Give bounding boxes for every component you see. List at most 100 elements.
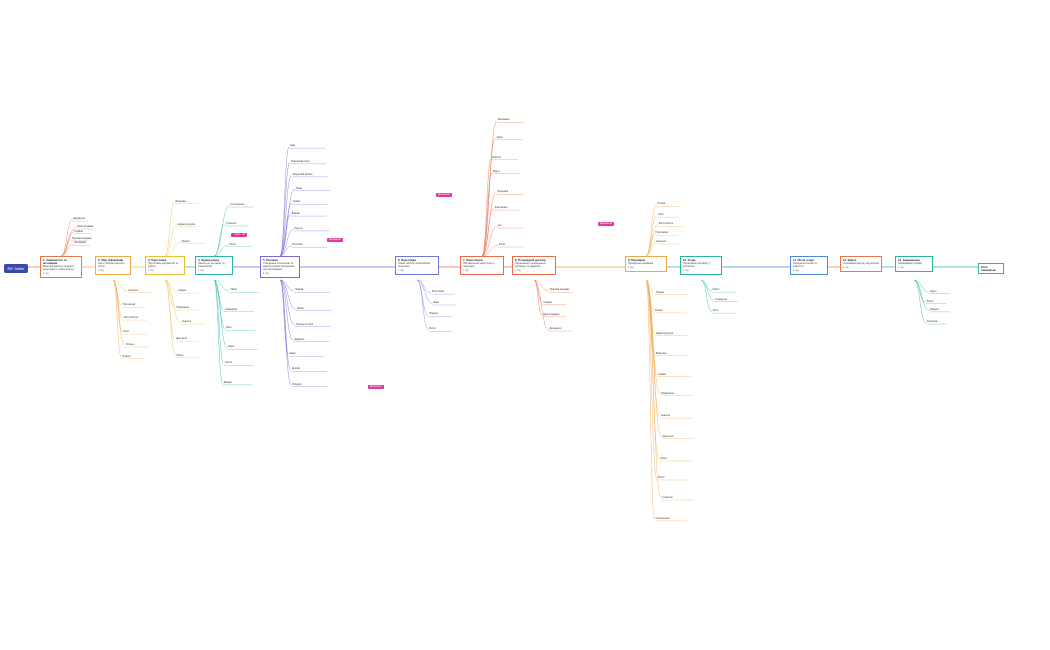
leaf-label[interactable]: Попит [657,475,665,479]
leaf-label[interactable]: Реєстрація [431,290,445,294]
leaf-label[interactable]: Дзвінки [291,212,300,216]
leaf-label[interactable]: Площа [125,342,134,346]
leaf-label[interactable]: Пропозиція [122,303,136,307]
leaf-label[interactable]: Аванс [289,352,296,356]
leaf-label[interactable]: Ринок [176,353,184,357]
leaf-label[interactable]: Передача [497,190,509,194]
leaf-label[interactable]: Порівняння [176,306,189,310]
leaf-label[interactable]: Фото [713,309,719,313]
leaf-label[interactable]: Покупці [294,226,303,230]
leaf-label[interactable]: Опис [657,213,664,217]
leaf-label[interactable]: Власники [655,351,667,355]
tag-badge[interactable]: Документи [368,385,384,389]
leaf-label[interactable]: Тексти [224,361,233,365]
leaf-label[interactable]: Причина продажу [549,288,570,292]
leaf-label[interactable]: Мотивація [497,118,510,122]
leaf-label[interactable]: Аналоги [660,414,671,418]
leaf-label[interactable]: Розсилка [292,243,303,247]
leaf-label[interactable]: Ціна за м² [662,434,674,438]
leaf-label[interactable]: Ринок [660,456,667,460]
leaf-label[interactable]: Ключі [498,243,506,247]
leaf-label[interactable]: Порівняння [661,391,674,395]
leaf-label[interactable]: Сайти [712,288,720,292]
leaf-label[interactable]: Попит [229,242,236,246]
tag-badge[interactable]: Етап [233,233,243,237]
leaf-label[interactable]: Оцінка [658,372,666,376]
leaf-label[interactable]: Фото [226,326,232,330]
leaf-label[interactable]: Мотивація [74,241,86,245]
leaf-label[interactable]: Аналоги [181,320,192,324]
leaf-label[interactable]: Документи [73,217,86,221]
leaf-label[interactable]: Фото об'єкта [123,316,138,320]
leaf-label[interactable]: Ремонт [181,239,190,243]
leaf-label[interactable]: Розсилка [926,320,938,324]
leaf-label[interactable]: Комунальні [494,206,508,210]
leaf-label[interactable]: Оголошення [230,203,245,207]
leaf-label[interactable]: Терміни [543,300,553,304]
leaf-label[interactable]: Сайти [230,288,237,292]
leaf-label[interactable]: Терміни [74,229,83,233]
leaf-label[interactable]: Банери [223,380,232,384]
leaf-label[interactable]: Графік [292,200,301,204]
leaf-label[interactable]: Ремонт [655,308,664,312]
leaf-label[interactable]: Документи [549,327,562,331]
tag-badge[interactable]: Документи [436,193,452,197]
leaf-label[interactable]: Повторний показ [290,159,310,163]
leaf-label[interactable]: Показ [295,186,303,190]
leaf-label[interactable]: Фото об'єкта [658,222,673,226]
leaf-label[interactable]: Контакти [128,288,139,292]
leaf-label[interactable]: Банери [930,307,939,311]
leaf-label[interactable]: Ціна очікувана [543,312,560,316]
leaf-label[interactable]: Оцінка [178,289,186,293]
leaf-label[interactable]: Ціна за м² [175,337,188,341]
leaf-label[interactable]: Терміни оплати [295,322,314,326]
leaf-label[interactable]: Нотаріус [292,382,302,386]
leaf-label[interactable]: Оголошення [655,516,670,520]
leaf-label[interactable]: Зворотний зв'язок [292,172,313,176]
leaf-label[interactable]: Витяг [429,327,436,331]
root-node[interactable]: RE Seller [4,264,28,273]
leaf-label[interactable]: Знижка [295,288,304,292]
leaf-label[interactable]: Власники [175,199,187,203]
leaf-label[interactable]: Поверх [656,290,665,294]
leaf-label[interactable]: Причина продажу [71,236,92,240]
leaf-label[interactable]: Відео [930,289,937,293]
leaf-label[interactable]: Поверх [122,354,131,358]
leaf-label[interactable]: Соцмережі [714,297,727,301]
leaf-label[interactable]: Інфраструктура [655,331,674,335]
leaf-label[interactable]: Договір [291,367,301,371]
leaf-label[interactable]: Пропозиція [655,231,669,235]
leaf-label[interactable]: Площа [657,202,666,206]
final-card[interactable]: Етап завершено [978,263,1004,275]
leaf-label[interactable]: Акт [497,224,502,228]
leaf-label[interactable]: Стратегія [225,221,237,225]
tag-badge[interactable]: Документи [598,222,614,226]
leaf-label[interactable]: Умови [296,306,304,310]
leaf-label[interactable]: Опис [123,330,129,334]
leaf-label[interactable]: Контакти [656,240,667,244]
leaf-label[interactable]: Ціна [290,144,295,148]
leaf-label[interactable]: Банк [433,300,439,304]
leaf-label[interactable]: Завдаток [294,337,305,341]
leaf-label[interactable]: Архів [496,135,503,139]
leaf-label[interactable]: Податки [428,312,439,316]
leaf-label[interactable]: Соцмережі [224,307,238,311]
leaf-label[interactable]: Стратегія [662,496,673,500]
leaf-label[interactable]: Рейтинг [492,155,502,159]
leaf-label[interactable]: Ціна очікувана [77,225,94,229]
leaf-label[interactable]: Відгук [493,169,500,173]
leaf-label[interactable]: Інфраструктура [177,222,195,226]
